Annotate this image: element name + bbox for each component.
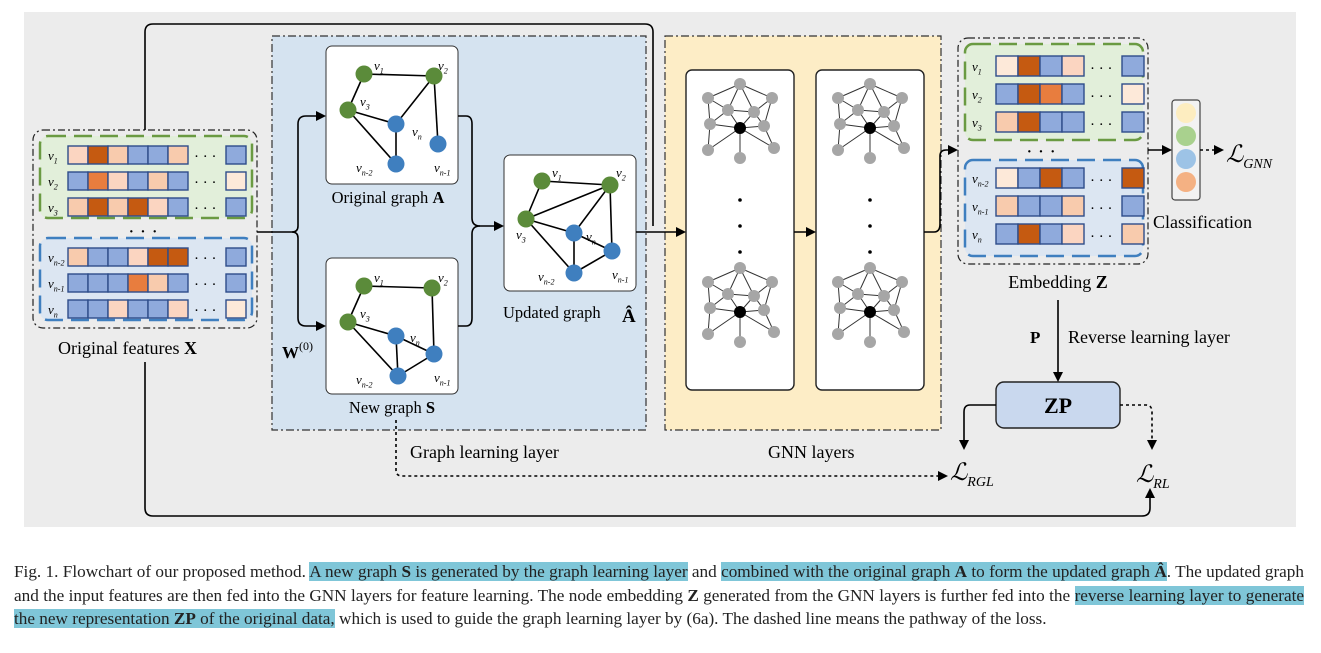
new-graph-label: New graph S [349, 398, 435, 417]
svg-text:· · ·: · · · [194, 201, 217, 217]
graphU-node-5 [603, 242, 621, 260]
graphA-node-5 [429, 135, 447, 153]
flow-arrows [144, 23, 1172, 517]
feature-row-0: · · · [67, 145, 247, 165]
graphS-node-4 [389, 367, 407, 385]
embedding-row-5: · · · [995, 223, 1145, 245]
svg-text:· · ·: · · · [1090, 89, 1113, 105]
reverse-learning-layer-label: Reverse learning layer [1068, 327, 1230, 347]
gnn1-bottom-graph [702, 262, 780, 348]
graphS-node-1 [423, 279, 441, 297]
feature-ellipsis: · · · [128, 221, 158, 243]
flowchart-figure: v1· · ·v2· · ·v3· · ·vn-2· · ·vn-1· · ·v… [24, 12, 1296, 527]
embedding-row-label-0: v1 [972, 59, 982, 77]
embedding-ellipsis: · · · [1026, 141, 1056, 163]
graphA-node-0 [355, 65, 373, 83]
graphS-node-0 [355, 277, 373, 295]
embedding-row-4: · · · [995, 195, 1145, 217]
classification-label: Classification [1153, 212, 1252, 232]
graphA-label-0: v1 [374, 58, 384, 76]
svg-text:· · ·: · · · [1090, 117, 1113, 133]
embedding-row-3: · · · [995, 167, 1145, 189]
p-label: P [1030, 328, 1040, 347]
svg-text:· · ·: · · · [1090, 229, 1113, 245]
gnn1-top-graph [702, 78, 780, 164]
original-features-label: Original features X [58, 338, 197, 358]
embedding-label: Embedding Z [1008, 272, 1108, 292]
svg-text:· · ·: · · · [194, 149, 217, 165]
gnn-layer-1 [685, 69, 795, 391]
graphS-node-5 [425, 345, 443, 363]
embedding-row-2: · · · [995, 111, 1145, 133]
classification-bar [1171, 99, 1201, 201]
graphU-node-4 [565, 264, 583, 282]
graphA-label-3: vn [412, 124, 422, 142]
embedding-row-label-2: v3 [972, 115, 982, 133]
svg-text:· · ·: · · · [194, 251, 217, 267]
graphS-label-1: v2 [438, 270, 448, 288]
graphU-label-2: v3 [516, 227, 526, 245]
feature-row-3: · · · [67, 247, 247, 267]
svg-text:· · ·: · · · [194, 175, 217, 191]
gnn2-top-graph [832, 78, 910, 164]
embedding-row-0: · · · [995, 55, 1145, 77]
loss-rgl: ℒRGL [950, 460, 994, 490]
graphS-label-2: v3 [360, 306, 370, 324]
svg-text:· · ·: · · · [194, 277, 217, 293]
w0-label: W(0) [282, 339, 313, 362]
zp-label: ZP [1044, 393, 1072, 418]
feature-row-2: · · · [67, 197, 247, 217]
gnn2-bottom-graph [832, 262, 910, 348]
graphU-label-1: v2 [616, 165, 626, 183]
graphU-label-3: vn [586, 229, 596, 247]
embedding-row-label-5: vn [972, 227, 982, 245]
updated-graph-symbol: Â [622, 305, 636, 327]
original-features-matrix: v1· · ·v2· · ·v3· · ·vn-2· · ·vn-1· · ·v… [32, 129, 258, 329]
svg-text:· · ·: · · · [1090, 61, 1113, 77]
gnn-layer-2 [815, 69, 925, 391]
graphA-node-3 [387, 115, 405, 133]
graph-learning-layer-label: Graph learning layer [410, 442, 559, 462]
graphA-node-2 [339, 101, 357, 119]
figure-caption: Fig. 1. Flowchart of our proposed method… [14, 562, 1304, 628]
graphS-label-3: vn [410, 330, 420, 348]
svg-text:· · ·: · · · [194, 303, 217, 319]
feature-row-4: · · · [67, 273, 247, 293]
graphS-node-3 [387, 327, 405, 345]
svg-text:· · ·: · · · [1090, 201, 1113, 217]
loss-rl: ℒRL [1136, 462, 1170, 492]
feature-row-1: · · · [67, 171, 247, 191]
feature-row-label-5: vn [48, 302, 58, 320]
updated-graph-label: Updated graph [503, 303, 601, 322]
feature-row-5: · · · [67, 299, 247, 319]
graphS-label-0: v1 [374, 270, 384, 288]
original-graph-label: Original graph A [332, 188, 445, 207]
feature-row-label-0: v1 [48, 148, 58, 166]
svg-text:· · ·: · · · [1090, 173, 1113, 189]
loss-dashed-arrows [395, 145, 1224, 481]
graphA-node-4 [387, 155, 405, 173]
feature-row-label-1: v2 [48, 174, 58, 192]
graphS-node-2 [339, 313, 357, 331]
graphU-label-0: v1 [552, 165, 562, 183]
embedding-row-1: · · · [995, 83, 1145, 105]
embedding-matrix: v1· · ·v2· · ·v3· · ·vn-2· · ·vn-1· · ·v… [957, 37, 1149, 265]
gnn-layers-label: GNN layers [768, 442, 854, 462]
graphU-node-3 [565, 224, 583, 242]
feature-row-label-2: v3 [48, 200, 58, 218]
loss-gnn: ℒGNN [1226, 142, 1273, 172]
graphU-node-2 [517, 210, 535, 228]
graphA-label-1: v2 [438, 58, 448, 76]
graphU-node-1 [601, 176, 619, 194]
graphA-label-2: v3 [360, 94, 370, 112]
graphU-node-0 [533, 172, 551, 190]
graphA-node-1 [425, 67, 443, 85]
embedding-row-label-1: v2 [972, 87, 982, 105]
